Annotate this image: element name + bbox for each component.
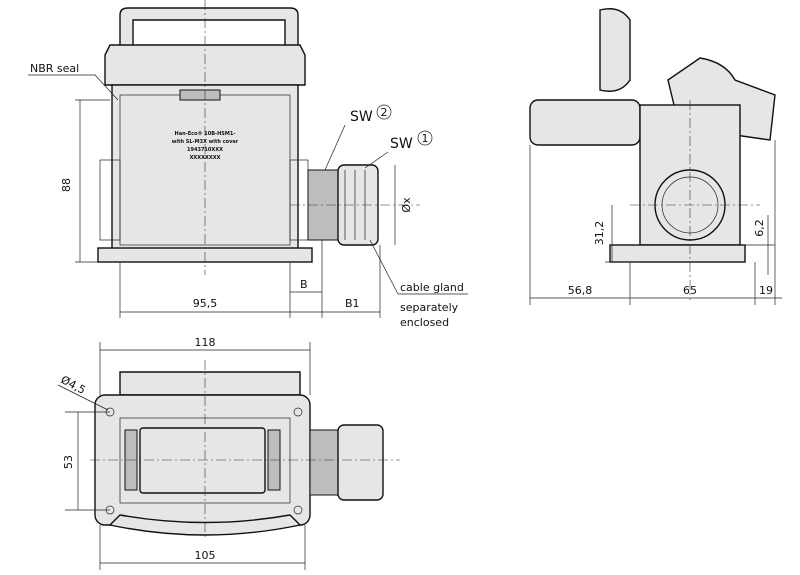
dim-top-height: 53	[62, 455, 75, 469]
dim-side-base-height: 6,2	[753, 219, 766, 237]
dim-side-left: 56,8	[568, 284, 593, 297]
dim-front-height: 88	[60, 178, 73, 192]
dim-front-width: 95,5	[193, 297, 218, 310]
housing-top	[104, 44, 306, 86]
dim-side-right: 19	[759, 284, 773, 297]
label-cable-gland: cable gland	[400, 281, 464, 294]
sw2-number: 2	[381, 106, 388, 119]
dim-b: B	[300, 278, 308, 291]
sw1-number: 1	[422, 132, 429, 145]
dim-top-bottom: 105	[195, 549, 216, 562]
side-view: 56,8 65 19 31,2 6,2	[529, 8, 782, 305]
cover	[599, 8, 631, 92]
front-view: Han-Eco® 10B-HSM1- with SL-M3X with cove…	[28, 0, 468, 329]
dim-diameter-x: Øx	[400, 197, 413, 213]
product-label-line2: with SL-M3X with cover	[172, 139, 239, 145]
label-separately: separately	[400, 301, 459, 314]
top-view: 118 53 105 Ø4,5	[57, 336, 400, 570]
dim-side-mid: 65	[683, 284, 697, 297]
dim-top-overall: 118	[195, 336, 216, 349]
dim-b1: B1	[345, 297, 360, 310]
label-nbr-seal: NBR seal	[30, 62, 79, 75]
label-enclosed: enclosed	[400, 316, 449, 329]
dim-side-axis-height: 31,2	[593, 221, 606, 246]
dim-hole-diameter: Ø4,5	[59, 373, 88, 397]
label-sw1: SW	[390, 136, 413, 152]
label-sw2: SW	[350, 109, 373, 125]
